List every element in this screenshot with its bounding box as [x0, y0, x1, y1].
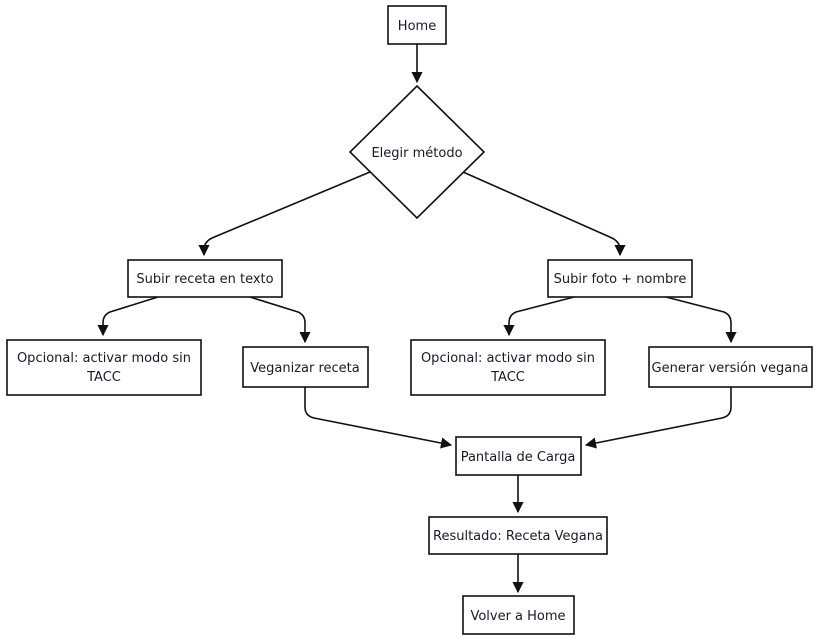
node-veganize-label: Veganizar receta [250, 361, 359, 376]
node-tacc-left-line1: Opcional: activar modo sin [17, 351, 191, 366]
node-tacc-right-line2: TACC [490, 370, 525, 385]
node-loading-label: Pantalla de Carga [461, 450, 576, 465]
node-loading: Pantalla de Carga [455, 436, 582, 476]
edge-photo-to-tacc-right [503, 296, 575, 337]
node-generate-vegan-label: Generar versión vegana [652, 361, 809, 376]
edge-generate-to-loading [584, 387, 732, 449]
node-decision-label: Elegir método [371, 146, 462, 161]
node-home-label: Home [398, 19, 436, 34]
node-tacc-right-line1: Opcional: activar modo sin [421, 351, 595, 366]
node-text-upload-label: Subir receta en texto [136, 272, 273, 287]
edge-photo-to-generate [665, 296, 737, 344]
node-veganize: Veganizar receta [242, 346, 369, 388]
edge-decision-to-text [198, 171, 371, 257]
node-back-home: Volver a Home [462, 595, 575, 635]
node-home: Home [387, 5, 447, 45]
node-tacc-left-line2: TACC [86, 370, 121, 385]
node-result-label: Resultado: Receta Vegana [433, 529, 603, 544]
node-text-upload: Subir receta en texto [127, 259, 283, 298]
node-result: Resultado: Receta Vegana [428, 516, 608, 555]
node-photo-upload-label: Subir foto + nombre [554, 272, 687, 287]
node-back-home-label: Volver a Home [470, 609, 565, 624]
edges [97, 44, 737, 594]
edge-text-to-tacc-left [97, 296, 159, 337]
node-decision: Elegir método [348, 84, 486, 220]
edge-text-to-veganize [249, 296, 311, 344]
node-tacc-left: Opcional: activar modo sin TACC [6, 339, 202, 396]
node-generate-vegan: Generar versión vegana [648, 346, 813, 388]
node-tacc-right: Opcional: activar modo sin TACC [410, 339, 606, 396]
node-photo-upload: Subir foto + nombre [547, 259, 693, 298]
edge-veganize-to-loading [304, 387, 453, 449]
edge-decision-to-photo [462, 171, 626, 257]
